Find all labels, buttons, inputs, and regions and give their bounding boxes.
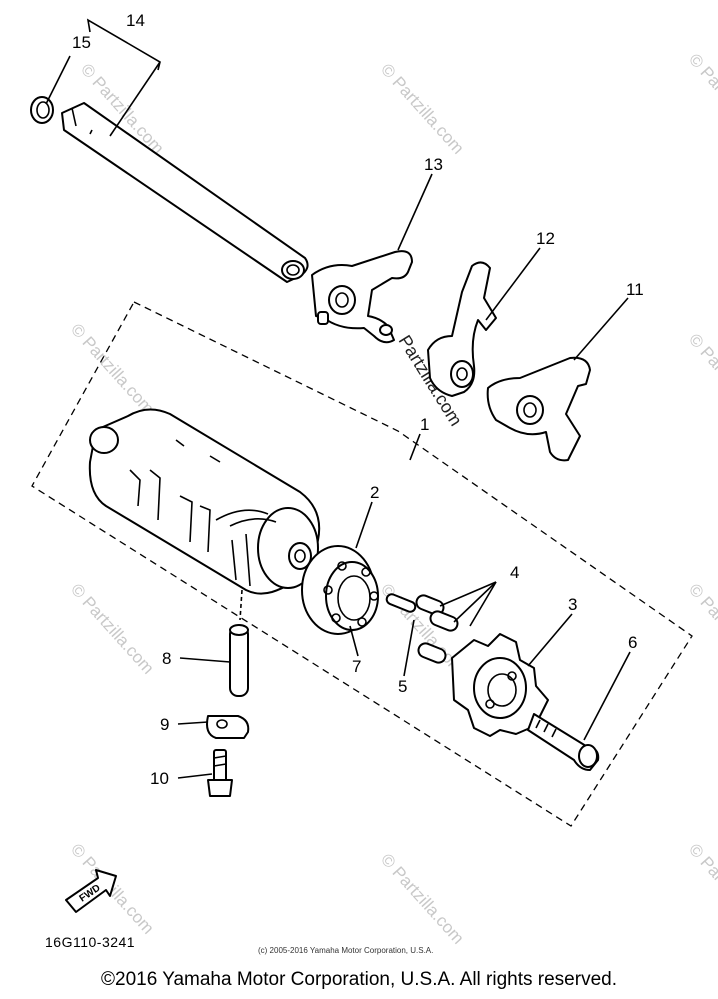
bolt-6 [527,713,600,771]
bearing [301,545,379,635]
callout-9: 9 [160,715,169,734]
pins [385,593,459,664]
circlip [30,96,54,124]
watermark: © Partzilla.com [377,850,468,948]
callout-14: 14 [126,11,145,30]
shift-fork-12 [427,261,497,397]
shift-drum [88,408,321,621]
screw-10 [207,749,233,797]
footer-copyright: ©2016 Yamaha Motor Corporation, U.S.A. A… [101,969,617,990]
watermark: © Partzilla.com [685,50,718,148]
watermark: © Partzilla.com [685,580,718,678]
callout-7: 7 [352,657,361,676]
shift-shaft [61,102,309,283]
part-code: 16G110-3241 [45,934,136,950]
assembly-boundary [31,301,693,827]
callout-4: 4 [510,563,519,582]
stopper-plate-9 [206,715,250,739]
shift-fork-13 [311,250,413,344]
watermark: © Partzilla.com [685,330,718,428]
leader-lines [45,18,631,779]
small-copyright: (c) 2005-2016 Yamaha Motor Corporation, … [258,946,434,955]
watermark: © Partzilla.com [67,580,158,678]
callout-1: 1 [420,415,429,434]
shift-fork-11 [486,356,591,462]
callout-10: 10 [150,769,169,788]
callout-3: 3 [568,595,577,614]
segment-plate [451,633,549,737]
callouts: 14 15 13 12 11 1 2 4 3 6 8 7 5 9 10 [72,11,644,788]
dowel-pin-8 [229,624,249,697]
callout-13: 13 [424,155,443,174]
callout-2: 2 [370,483,379,502]
callout-11: 11 [626,280,644,299]
callout-12: 12 [536,229,555,248]
watermark: © Partzilla.com [685,840,718,938]
watermark: © Partzilla.com [377,60,468,158]
callout-8: 8 [162,649,171,668]
callout-15: 15 [72,33,91,52]
callout-6: 6 [628,633,637,652]
callout-5: 5 [398,677,407,696]
watermark: © Partzilla.com [67,320,158,418]
